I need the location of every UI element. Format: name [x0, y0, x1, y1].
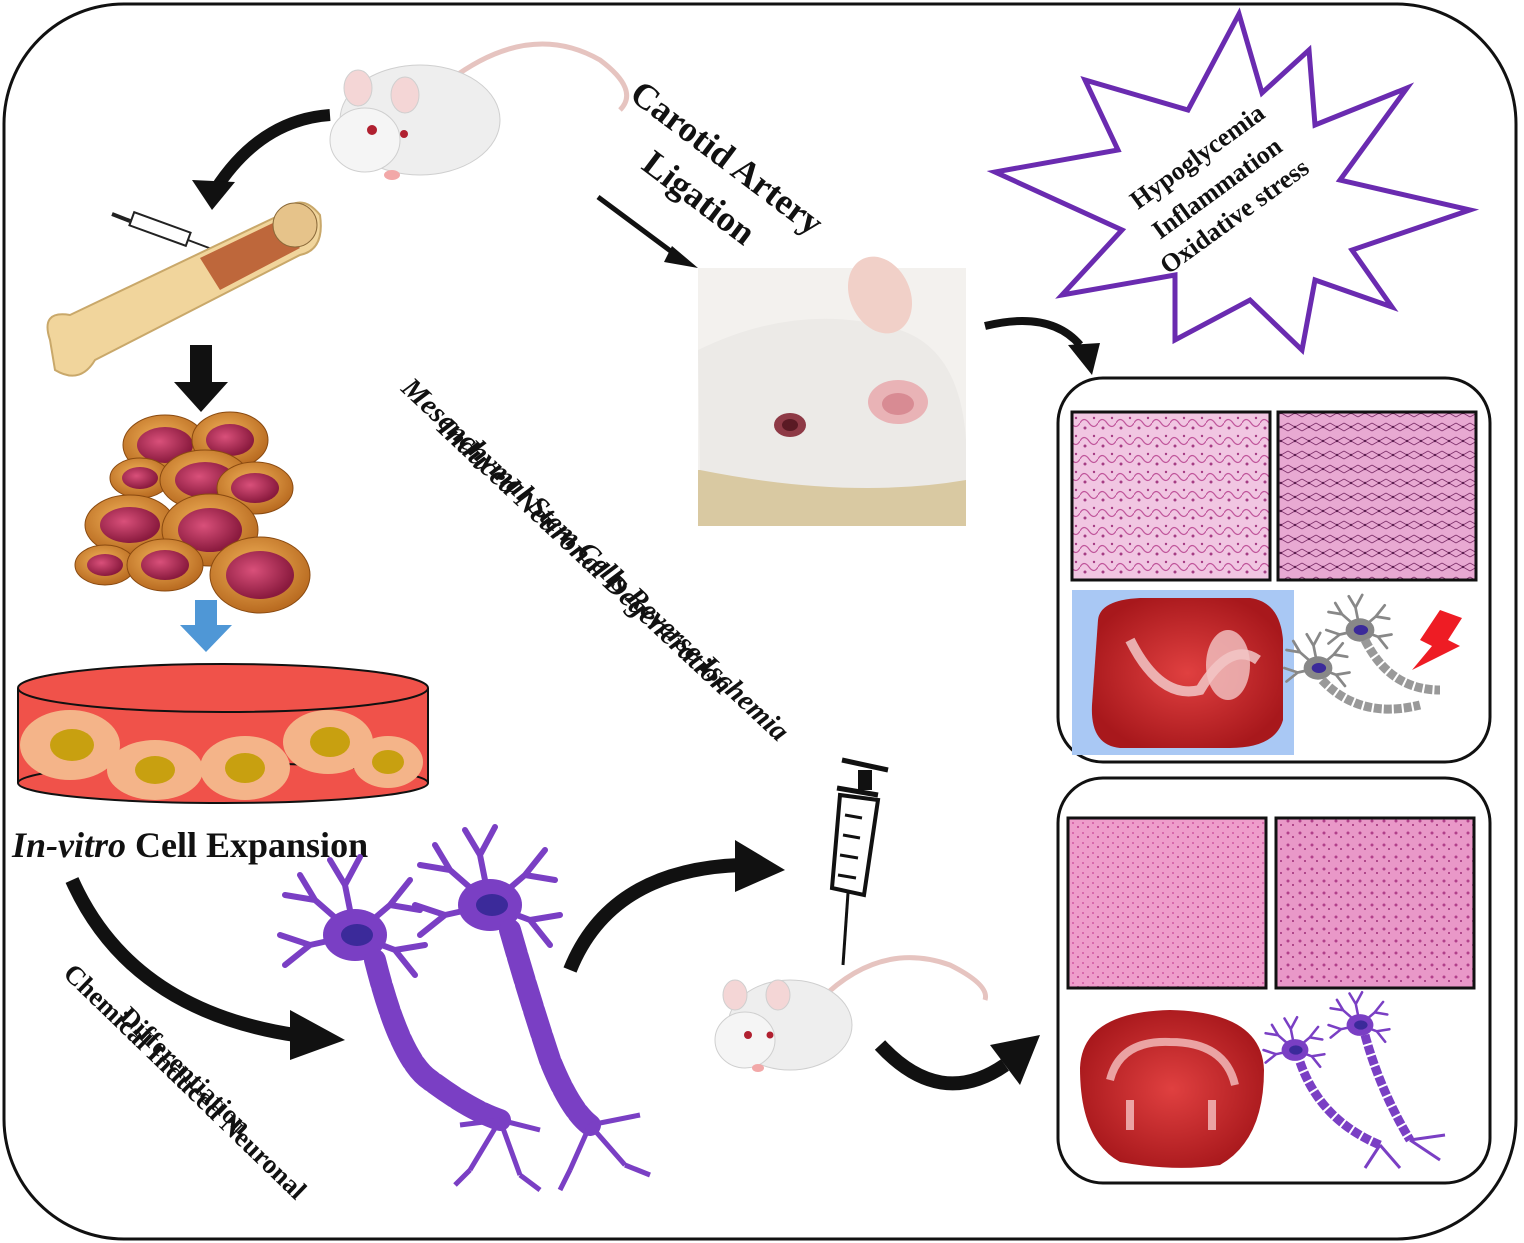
stress-starburst: Hypoglycemia Inflammation Oxidative stre… [986, 7, 1480, 356]
arrow-to-damage-panel [984, 317, 1084, 348]
arrow-cells-to-dish [180, 600, 232, 652]
arrow-neurons-to-syringe [563, 858, 741, 973]
lightning-icon [1412, 610, 1462, 670]
ischemic-mouse-photo [698, 256, 966, 526]
syringe-large-icon [829, 757, 889, 966]
differentiated-neurons [280, 827, 651, 1192]
brain-slice-treated [1080, 1010, 1264, 1168]
arrow-to-damage-panel-head [1068, 343, 1100, 375]
arrow-bone-to-cells [174, 345, 228, 412]
damaged-neurons [1282, 593, 1441, 714]
arrow-ligation-head [664, 246, 698, 268]
histology-treated-1 [1066, 816, 1268, 990]
brain-slice-damaged [1091, 598, 1283, 748]
histology-damaged-2 [1276, 410, 1478, 582]
expansion-label: In-vitro Cell Expansion [11, 825, 368, 865]
ischemia-damage-panel [1056, 376, 1492, 764]
treated-panel [1056, 776, 1492, 1185]
arrow-expansion-to-neurons [65, 877, 297, 1042]
main-label-line2: Induced Neuronal Degeneration [430, 411, 738, 701]
histology-damaged-1 [1070, 410, 1272, 582]
arrow-neurons-to-syringe-head [735, 840, 785, 892]
histology-treated-2 [1274, 816, 1476, 990]
bone-icon [46, 201, 322, 377]
syringe-small-icon [111, 210, 226, 255]
arrow-expansion-to-neurons-head [290, 1010, 345, 1060]
arrow-mouse-to-bone [209, 109, 331, 194]
arrow-mouse-to-bone-head [192, 180, 235, 210]
arrow-to-treated-panel-head [990, 1035, 1040, 1085]
healthy-neurons [1262, 990, 1446, 1169]
arrow-to-treated-panel [874, 1040, 1009, 1091]
arrow-ligation [596, 194, 682, 261]
culture-dish [17, 663, 429, 804]
mouse-donor [329, 41, 630, 180]
mouse-recipient [714, 955, 989, 1072]
msc-cell-cluster [74, 411, 311, 614]
